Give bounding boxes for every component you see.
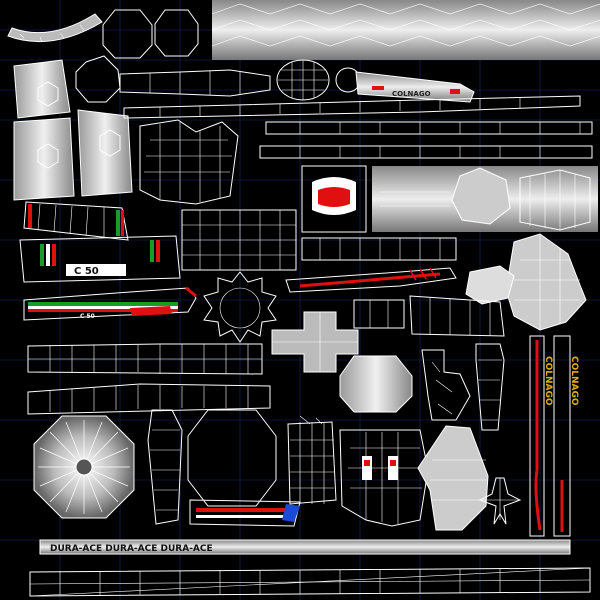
long-tube-bottom <box>29 567 591 597</box>
lug-shape-right <box>465 233 587 331</box>
small-logo-a: C 50 <box>74 266 99 277</box>
headtube-strip <box>119 69 271 97</box>
small-logo-b: C 50 <box>80 313 95 320</box>
chrome-tube-right <box>372 166 598 232</box>
decal-fan-left <box>23 201 129 241</box>
down-tube-island: C 50 <box>23 286 197 321</box>
bracket-island <box>421 349 471 421</box>
seatstay-left-island: COLNAGO <box>529 335 553 537</box>
chrome-band-top <box>211 0 600 60</box>
octagon-island-large <box>187 409 277 507</box>
tube-brand-label: COLNAGO <box>392 90 431 98</box>
seatstay-right-label: COLNAGO <box>569 356 579 406</box>
octagon-island-top-1 <box>102 9 153 59</box>
mesh-strip-right <box>301 237 457 261</box>
lug-shape-lower <box>417 425 489 531</box>
small-boxes <box>353 295 505 337</box>
seat-post-island <box>475 343 505 431</box>
long-tube-middle <box>265 121 593 135</box>
long-tube-lower <box>259 145 593 159</box>
blue-red-decal <box>189 499 301 527</box>
red-emblem-island <box>301 165 367 233</box>
chainstay-red-line <box>285 267 457 293</box>
top-tube-island: COLNAGO <box>355 71 475 103</box>
curved-strip-island <box>7 13 103 43</box>
long-tube-upper <box>123 95 581 119</box>
dropout-block-island <box>339 429 429 527</box>
decal-strip-label: DURA-ACE DURA-ACE DURA-ACE <box>50 544 213 554</box>
mesh-block-a <box>287 415 337 505</box>
lug-panels-left <box>13 59 133 201</box>
mesh-strip-left-a <box>27 343 263 375</box>
octagon-island-mid <box>75 55 121 103</box>
seatstay-right-island: COLNAGO <box>553 335 579 537</box>
cross-island <box>271 311 359 373</box>
spider-island <box>478 477 522 525</box>
chainring-island <box>203 271 277 343</box>
fork-crown-island <box>139 119 239 205</box>
seatstay-left-label: COLNAGO <box>543 356 553 406</box>
octagon-chrome <box>339 355 413 413</box>
mesh-panel-center <box>181 209 297 271</box>
dura-ace-strip: DURA-ACE DURA-ACE DURA-ACE <box>39 539 571 555</box>
octagon-island-top-2 <box>154 9 199 57</box>
decal-strip-logos: C 50 <box>19 235 181 283</box>
mesh-strip-left-b <box>27 383 271 415</box>
fork-blade-island <box>147 409 183 525</box>
bottom-bracket-shell <box>276 59 361 101</box>
wheel-disc-island <box>33 415 135 519</box>
